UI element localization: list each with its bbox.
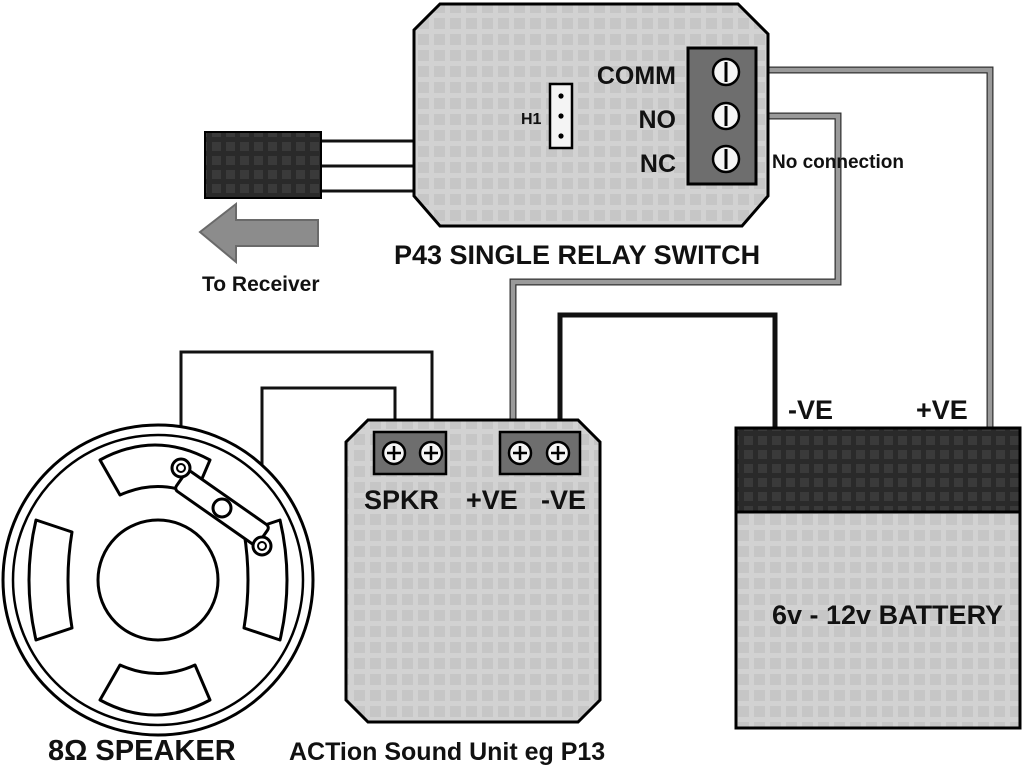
nc-label: NC: [640, 150, 676, 178]
wire-no-to-sound-positive: [509, 112, 842, 445]
speaker-terminal-1[interactable]: [170, 457, 192, 479]
speaker-terminal-middle: [211, 497, 233, 519]
battery-label: 6v - 12v BATTERY: [772, 600, 1003, 630]
h1-jumper: [548, 82, 574, 150]
spkr-label: SPKR: [364, 485, 439, 515]
sound-positive-screw[interactable]: [507, 440, 533, 466]
receiver-label: To Receiver: [202, 273, 320, 296]
speaker: [1, 423, 315, 737]
wire-comm-to-battery-positive: [755, 66, 994, 432]
spkr-screw-2[interactable]: [418, 440, 444, 466]
relay-board: H1 COMM NO NC: [412, 2, 770, 228]
spkr-screw-1[interactable]: [381, 440, 407, 466]
arrow-left-icon: [198, 201, 319, 265]
battery-top: [734, 426, 1022, 514]
nc-screw-terminal[interactable]: [711, 144, 741, 174]
relay-title: P43 SINGLE RELAY SWITCH: [394, 240, 760, 270]
speaker-terminal-2[interactable]: [251, 535, 273, 557]
sound-unit-label: ACTion Sound Unit eg P13: [289, 738, 605, 766]
battery-negative-label: -VE: [788, 395, 833, 425]
comm-label: COMM: [597, 62, 676, 90]
nc-no-connection-note: No connection: [772, 152, 904, 173]
sound-unit-board: SPKR +VE -VE: [344, 418, 602, 724]
sound-positive-label: +VE: [466, 485, 518, 515]
no-label: NO: [639, 106, 677, 134]
h1-label: H1: [521, 111, 542, 128]
sound-negative-screw[interactable]: [545, 440, 571, 466]
sound-negative-label: -VE: [541, 485, 586, 515]
speaker-label: 8Ω SPEAKER: [48, 735, 236, 767]
wire-sound-negative-to-battery-negative: [557, 312, 778, 445]
comm-screw-terminal[interactable]: [711, 57, 741, 87]
receiver-connector[interactable]: [204, 131, 322, 199]
no-screw-terminal[interactable]: [711, 101, 741, 131]
battery-positive-label: +VE: [916, 395, 968, 425]
battery: 6v - 12v BATTERY: [734, 426, 1022, 730]
wire-speaker-outer: [179, 350, 434, 465]
